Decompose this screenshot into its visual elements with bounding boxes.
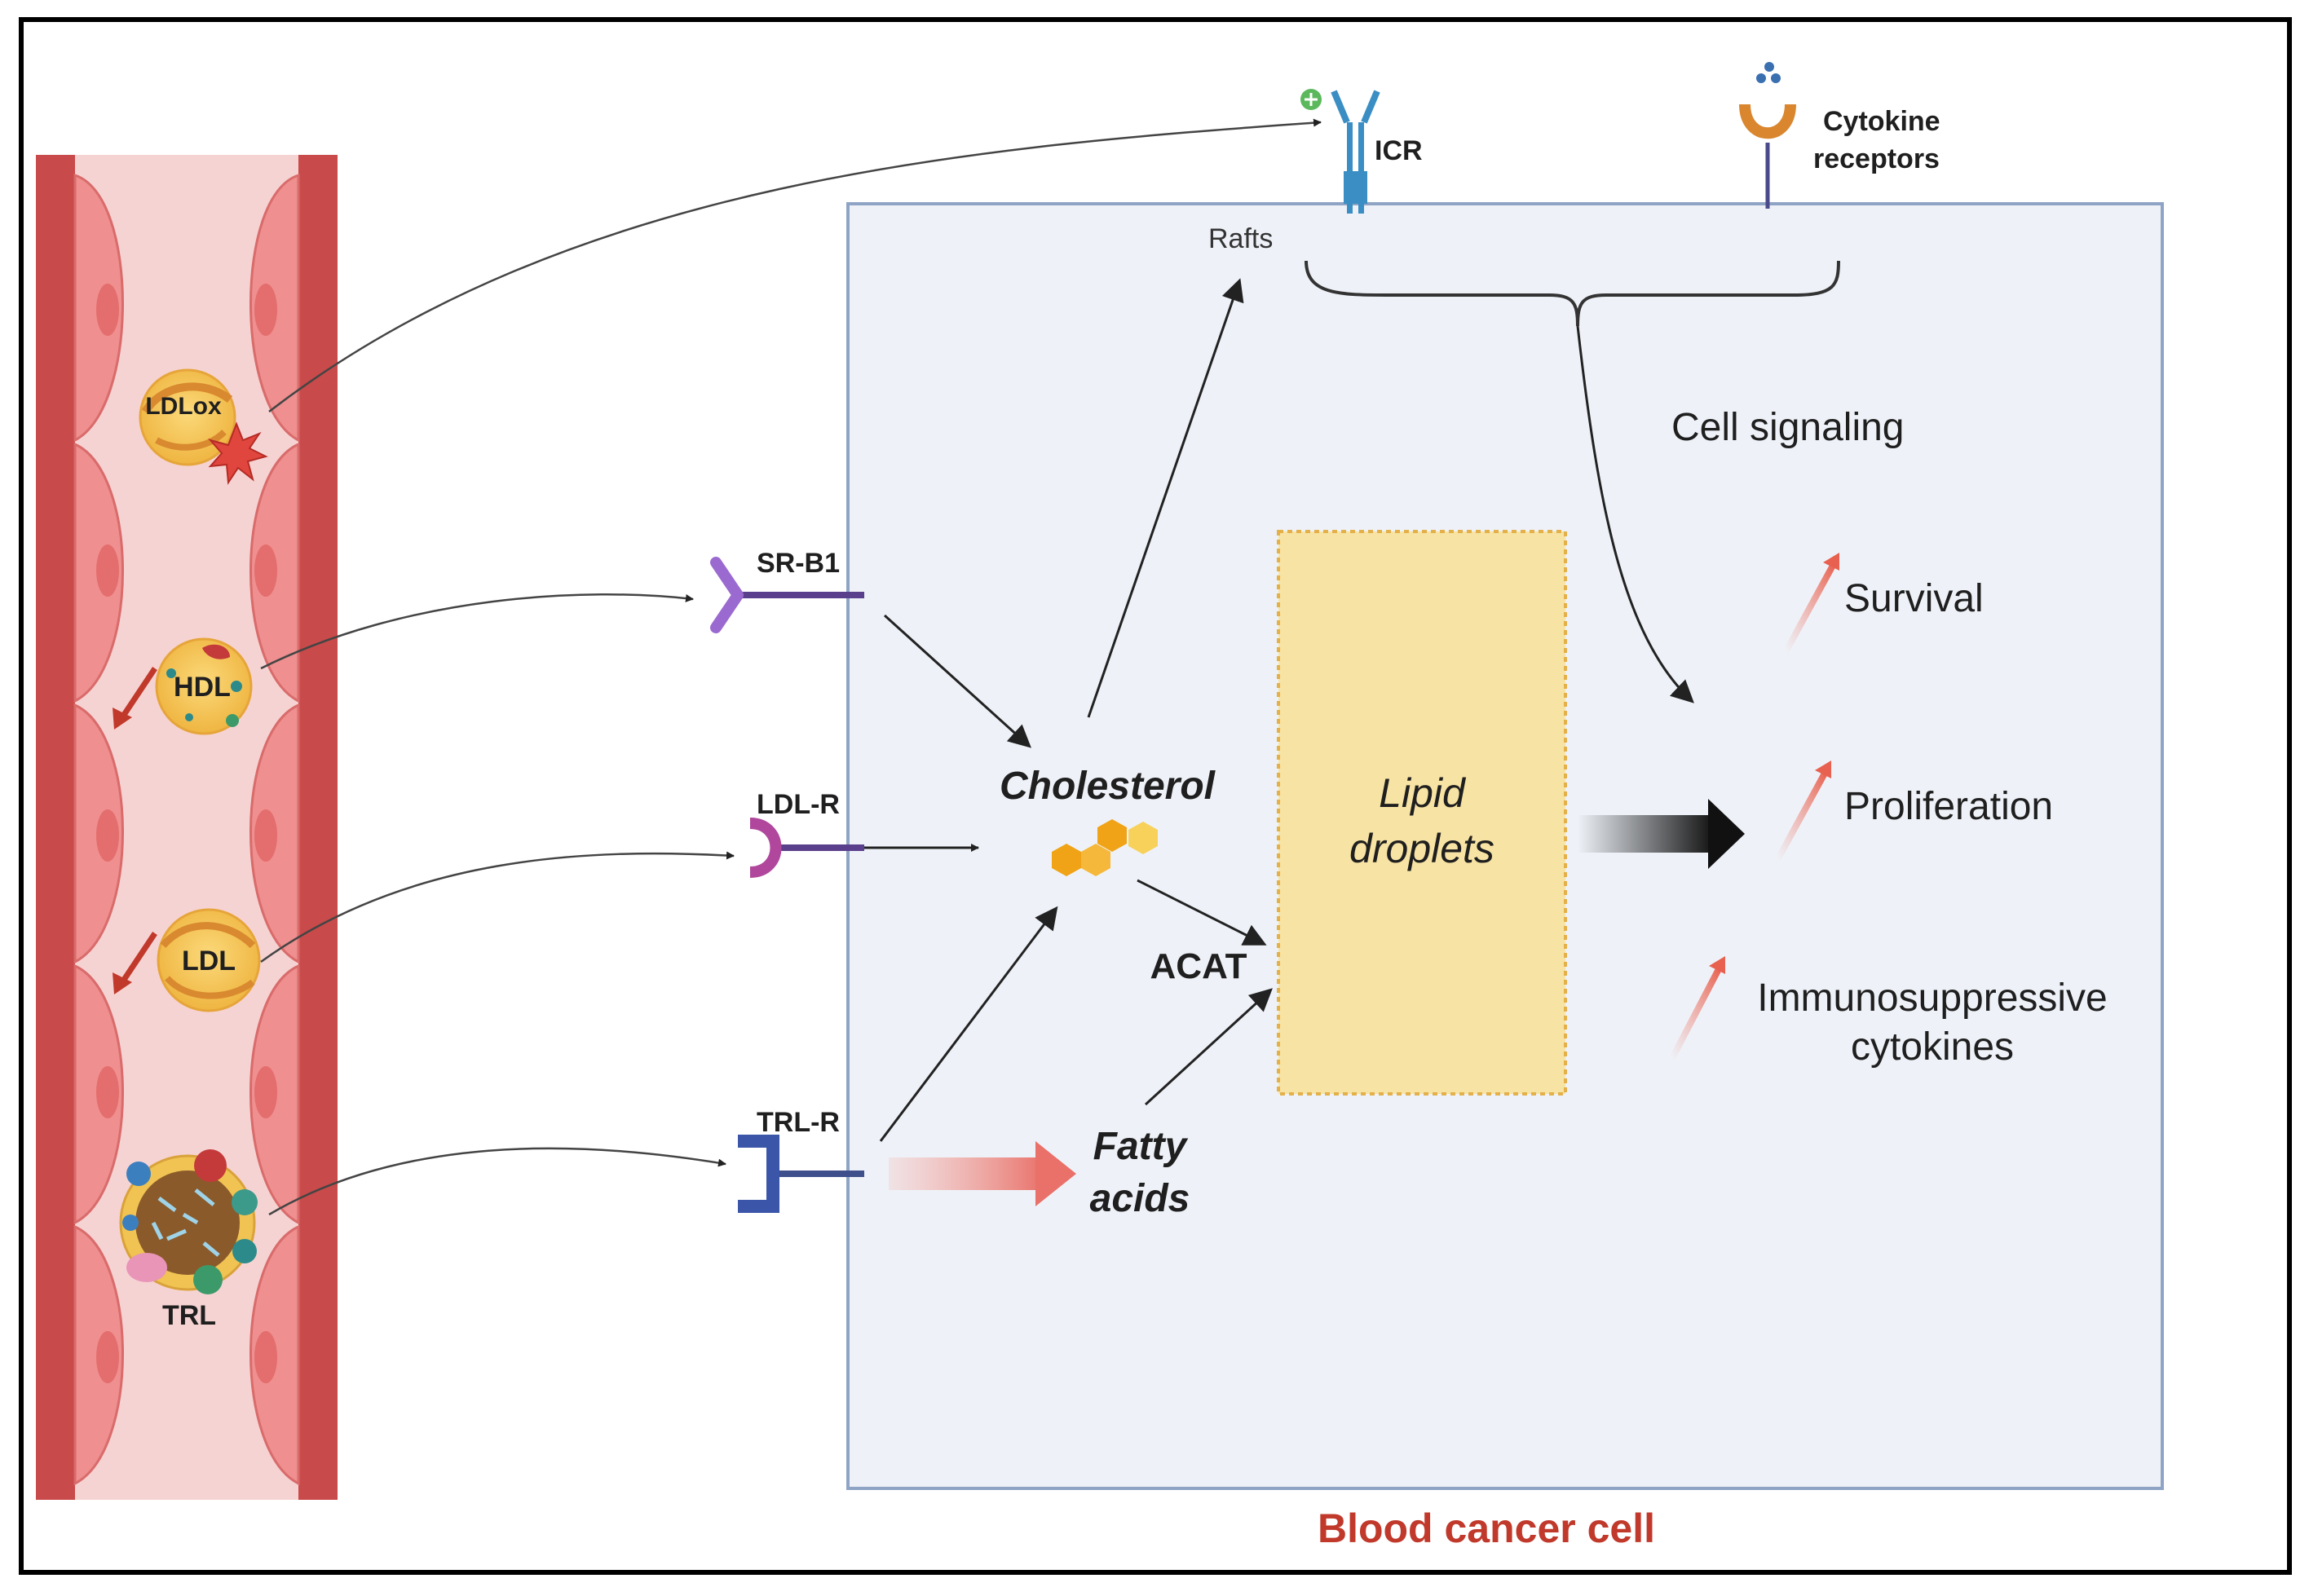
outcome-arrows — [1668, 553, 1839, 1061]
ldl-label: LDL — [182, 946, 236, 977]
internal-arrows — [864, 278, 1694, 1142]
rafts-label: Rafts — [1208, 223, 1273, 254]
uptake-arrows — [260, 118, 1322, 1216]
ldlox-label: LDLox — [145, 393, 222, 420]
sr-b1-label: SR-B1 — [757, 548, 840, 579]
acat-label: ACAT — [1150, 946, 1247, 986]
trl-label: TRL — [162, 1300, 216, 1331]
hdl-label: HDL — [174, 672, 231, 703]
sr-b1-receptor: SR-B1 — [710, 548, 864, 633]
cytokine-label-line2: receptors — [1813, 143, 1940, 174]
figure-frame — [19, 17, 2292, 1575]
oxidation-burst-icon — [208, 421, 268, 485]
survival-label: Survival — [1844, 577, 1984, 620]
lipid-label-line2: droplets — [1349, 826, 1494, 871]
lumen-flow-arrow-2 — [120, 932, 157, 984]
vessel-wall-left — [36, 155, 75, 1500]
signaling-brace — [1305, 260, 1840, 327]
lumen-flow-arrow-1 — [120, 667, 157, 719]
lipid-label-line1: Lipid — [1379, 770, 1467, 816]
fatty-acids-line1: Fatty — [1093, 1125, 1189, 1168]
fatty-acid-arrow-shaft — [889, 1157, 1044, 1190]
proliferation-label: Proliferation — [1844, 785, 2053, 828]
icr-label: ICR — [1375, 135, 1423, 166]
hdl-particle: HDL — [155, 637, 253, 735]
trl-r-receptor: TRL-R — [738, 1107, 864, 1213]
cytokine-label-line1: Cytokine — [1823, 106, 1940, 137]
output-arrow-shaft — [1578, 815, 1715, 853]
blood-vessel — [36, 155, 338, 1500]
lipid-droplets-box — [1277, 530, 1567, 1096]
trl-r-label: TRL-R — [757, 1107, 840, 1138]
immunosuppressive-label-line1: Immunosuppressive — [1757, 977, 2108, 1020]
endothelial-nuclei-right — [254, 284, 277, 1383]
ldlox-particle: LDLox — [139, 368, 268, 485]
ldl-r-receptor: LDL-R — [749, 789, 864, 878]
ldl-r-label: LDL-R — [757, 789, 840, 820]
cytokine-receptor: Cytokine receptors — [1739, 62, 1940, 209]
fatty-acids-line2: acids — [1090, 1177, 1190, 1220]
fatty-acid-arrow-head — [1035, 1141, 1076, 1206]
vessel-wall-right — [298, 155, 338, 1500]
immunosuppressive-label-line2: cytokines — [1851, 1025, 2014, 1069]
endothelial-nuclei-left — [96, 284, 119, 1383]
icr-receptor: ICR — [1300, 89, 1423, 214]
trl-particle: TRL — [119, 1149, 258, 1331]
cholesterol-label: Cholesterol — [1000, 765, 1216, 808]
output-arrow-head — [1708, 799, 1745, 869]
cell-signaling-label: Cell signaling — [1671, 406, 1905, 449]
cell-caption: Blood cancer cell — [1318, 1506, 1655, 1551]
cholesterol-molecule-icon — [1052, 819, 1158, 876]
ldl-particle: LDL — [157, 908, 261, 1012]
